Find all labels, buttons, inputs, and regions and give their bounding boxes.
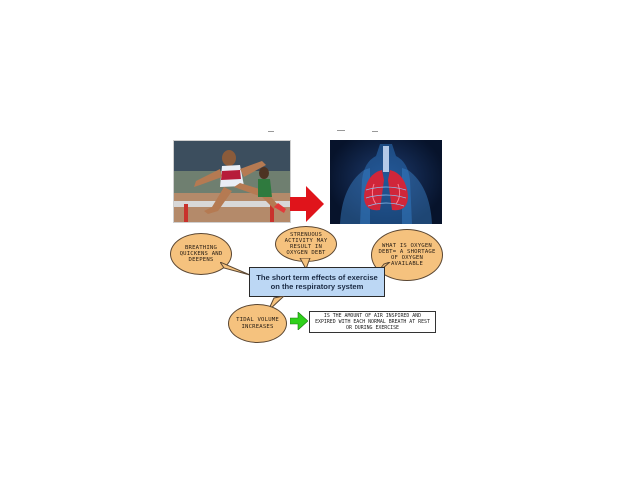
definition-text: Is the amount of air inspired and expire… xyxy=(315,313,430,331)
scan-mark xyxy=(372,131,378,132)
green-arrow-icon xyxy=(290,312,308,330)
speech-bubble-tidal-volume: Tidal volume increases xyxy=(228,304,287,343)
bubble-tail xyxy=(220,262,251,276)
scan-mark xyxy=(337,130,345,131)
definition-box: Is the amount of air inspired and expire… xyxy=(309,311,436,333)
speech-bubble-breathing: Breathing quickens and deepens xyxy=(170,233,232,275)
hurdler-photo xyxy=(173,140,291,223)
bubble-breathing-text: Breathing quickens and deepens xyxy=(179,244,223,264)
topic-title-box: The short term effects of exercise on th… xyxy=(249,267,385,297)
bubble-strenuous-text: Strenuous activity may result in oxygen … xyxy=(284,231,328,257)
lungs-photo xyxy=(330,140,442,224)
scan-mark xyxy=(268,131,274,132)
topic-title: The short term effects of exercise on th… xyxy=(256,273,378,291)
bubble-oxygen-debt-text: What is oxygen debt= A shortage of oxyge… xyxy=(378,242,436,268)
red-arrow-icon xyxy=(290,186,324,222)
speech-bubble-strenuous: Strenuous activity may result in oxygen … xyxy=(275,226,337,262)
bubble-tidal-volume-text: Tidal volume increases xyxy=(236,317,279,330)
bubble-tail xyxy=(299,258,311,270)
